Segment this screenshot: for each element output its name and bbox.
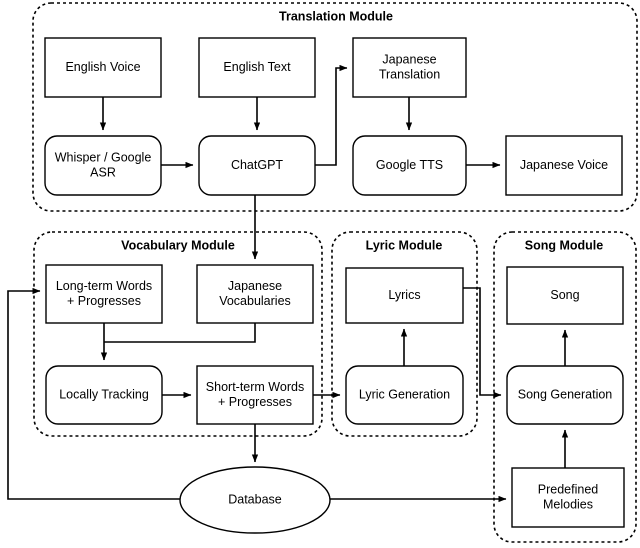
node-shape-english-text — [198, 37, 316, 98]
module-title-song: Song Module — [525, 238, 604, 252]
node-japanese-voice[interactable]: Japanese Voice — [505, 135, 623, 196]
module-frame-vocabulary — [33, 231, 323, 437]
node-label-long-term-words: Long-term Words — [56, 279, 152, 293]
module-frame-translation — [32, 2, 638, 212]
node-long-term-words[interactable]: Long-term Words+ Progresses — [45, 264, 163, 324]
node-label-whisper-google-asr: ASR — [90, 165, 116, 179]
node-song-generation[interactable]: Song Generation — [506, 365, 624, 425]
module-title-lyric: Lyric Module — [366, 238, 443, 252]
node-shape-short-term-words — [196, 365, 314, 425]
node-label-lyrics: Lyrics — [388, 288, 420, 302]
node-label-short-term-words: + Progresses — [218, 395, 292, 409]
node-lyric-generation[interactable]: Lyric Generation — [345, 365, 464, 425]
node-locally-tracking[interactable]: Locally Tracking — [45, 365, 163, 425]
node-label-predefined-melodies: Melodies — [543, 497, 593, 511]
node-shape-lyric-generation — [345, 365, 464, 425]
node-label-japanese-translation: Translation — [379, 67, 440, 81]
node-label-japanese-translation: Japanese — [382, 52, 436, 66]
node-shape-google-tts — [352, 135, 467, 196]
node-label-song: Song — [550, 288, 579, 302]
node-shape-japanese-translation — [352, 37, 467, 98]
node-short-term-words[interactable]: Short-term Words+ Progresses — [196, 365, 314, 425]
node-shape-english-voice — [44, 37, 162, 98]
node-label-english-voice: English Voice — [65, 60, 140, 74]
node-label-database: Database — [228, 492, 282, 506]
edge-database-to-long-term-words — [7, 287, 180, 500]
node-lyrics[interactable]: Lyrics — [345, 267, 464, 324]
node-shape-whisper-google-asr — [44, 135, 162, 196]
module-frames — [32, 2, 638, 543]
node-shape-song-generation — [506, 365, 624, 425]
node-shape-database — [179, 466, 331, 534]
node-shape-lyrics — [345, 267, 464, 324]
node-label-predefined-melodies: Predefined — [538, 482, 599, 496]
node-chatgpt[interactable]: ChatGPT — [198, 135, 316, 196]
edge-japanese-vocabularies-to-tracking — [104, 323, 256, 343]
edge-lyrics-to-song-generation — [463, 287, 502, 399]
node-label-song-generation: Song Generation — [518, 387, 613, 401]
node-label-japanese-vocabularies: Vocabularies — [219, 294, 291, 308]
node-shape-chatgpt — [198, 135, 316, 196]
module-frame-lyric — [331, 231, 478, 437]
node-song[interactable]: Song — [506, 266, 624, 325]
module-title-vocabulary: Vocabulary Module — [121, 238, 235, 252]
node-label-locally-tracking: Locally Tracking — [59, 387, 149, 401]
node-label-long-term-words: + Progresses — [67, 294, 141, 308]
node-database[interactable]: Database — [179, 466, 331, 534]
node-label-japanese-voice: Japanese Voice — [520, 158, 608, 172]
node-label-google-tts: Google TTS — [376, 158, 443, 172]
node-label-lyric-generation: Lyric Generation — [359, 387, 450, 401]
node-shape-locally-tracking — [45, 365, 163, 425]
module-frame-song — [493, 231, 637, 543]
node-shape-predefined-melodies — [511, 467, 625, 528]
node-label-japanese-vocabularies: Japanese — [228, 279, 282, 293]
node-label-english-text: English Text — [223, 60, 291, 74]
node-english-text[interactable]: English Text — [198, 37, 316, 98]
node-shape-long-term-words — [45, 264, 163, 324]
node-english-voice[interactable]: English Voice — [44, 37, 162, 98]
node-shape-japanese-vocabularies — [196, 264, 314, 324]
node-google-tts[interactable]: Google TTS — [352, 135, 467, 196]
edge-chatgpt-to-japanese-translation — [315, 64, 348, 166]
module-title-translation: Translation Module — [279, 9, 393, 23]
node-shape-japanese-voice — [505, 135, 623, 196]
node-label-whisper-google-asr: Whisper / Google — [55, 150, 152, 164]
node-label-short-term-words: Short-term Words — [206, 380, 304, 394]
node-shape-song — [506, 266, 624, 325]
node-label-chatgpt: ChatGPT — [231, 158, 283, 172]
edges-layer — [7, 64, 569, 503]
